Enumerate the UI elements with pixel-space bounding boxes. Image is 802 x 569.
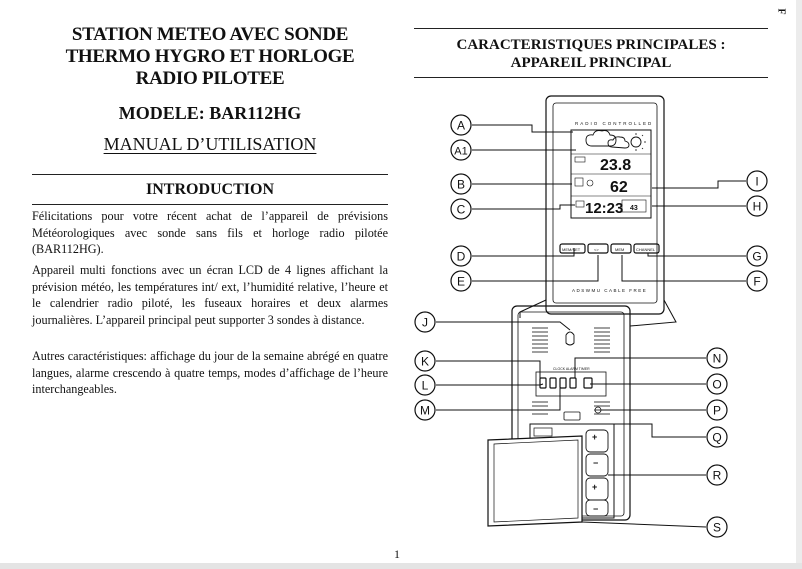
humidity-readout: 62 bbox=[610, 179, 628, 196]
time-readout: 12:23 bbox=[585, 200, 623, 217]
cloud-icon bbox=[585, 130, 617, 147]
callout-c: C bbox=[457, 203, 466, 217]
callout-l: L bbox=[422, 379, 429, 393]
callout-e: E bbox=[457, 275, 465, 289]
radio-controlled-label: RADIO CONTROLLED bbox=[575, 121, 653, 126]
callout-r: R bbox=[713, 469, 722, 483]
features-heading-line-2: APPAREIL PRINCIPAL bbox=[510, 55, 672, 71]
callout-h: H bbox=[753, 200, 762, 214]
battery-2 bbox=[585, 453, 609, 477]
plug-socket bbox=[563, 411, 581, 421]
features-heading: CARACTERISTIQUES PRINCIPALES : APPAREIL … bbox=[414, 36, 768, 72]
svg-text:+: + bbox=[592, 482, 597, 492]
intro-heading: INTRODUCTION bbox=[145, 181, 274, 198]
callout-b: B bbox=[457, 178, 465, 192]
features-heading-line-1: CARACTERISTIQUES PRINCIPALES : bbox=[456, 37, 726, 53]
svg-text:−: − bbox=[593, 504, 598, 514]
callout-q: Q bbox=[712, 431, 721, 445]
mem-label: MEM bbox=[615, 247, 624, 252]
manual-title: MANUAL D’UTILISATION bbox=[103, 134, 317, 154]
intro-paragraph-3: Autres caractéristiques: affichage du jo… bbox=[32, 349, 388, 396]
front-unit-body bbox=[545, 95, 665, 315]
channel-label: CHANNEL bbox=[636, 247, 656, 252]
front-unit-bezel bbox=[552, 102, 658, 304]
vent-slots-right bbox=[594, 327, 610, 353]
title-line-2: THERMO HYGRO ET HORLOGE bbox=[65, 46, 355, 67]
battery-4 bbox=[585, 499, 609, 517]
callout-n: N bbox=[713, 352, 722, 366]
switch-3[interactable] bbox=[559, 377, 567, 389]
temp-readout: 23.8 bbox=[600, 157, 631, 174]
wall-mount-hole bbox=[565, 331, 575, 346]
callout-p: P bbox=[713, 404, 721, 418]
callout-i: I bbox=[755, 175, 758, 189]
rule-top-intro bbox=[32, 174, 388, 175]
title-line-3: RADIO PILOTEE bbox=[135, 68, 285, 89]
arrows-label: <> bbox=[594, 247, 599, 252]
bottom-label: ADSWMU CABLE FREE bbox=[572, 288, 647, 293]
rule-top-features bbox=[414, 28, 768, 29]
callout-f: F bbox=[753, 275, 760, 289]
switch-4[interactable] bbox=[569, 377, 577, 389]
callout-j: J bbox=[422, 316, 428, 330]
svg-text:−: − bbox=[593, 458, 598, 468]
callout-d: D bbox=[457, 250, 466, 264]
callout-g: G bbox=[752, 250, 761, 264]
svg-text:+: + bbox=[592, 432, 597, 442]
model-number: MODELE: BAR112HG bbox=[118, 103, 302, 123]
intro-paragraph-1: Félicitations pour votre récent achat de… bbox=[32, 209, 388, 256]
document-title: STATION METEO AVEC SONDE THERMO HYGRO ET… bbox=[60, 24, 360, 90]
callout-s: S bbox=[713, 521, 721, 535]
callout-k: K bbox=[421, 355, 429, 369]
page-edge-bottom bbox=[0, 563, 802, 569]
title-line-1: STATION METEO AVEC SONDE bbox=[71, 24, 349, 45]
intro-paragraph-2: Appareil multi fonctions avec un écran L… bbox=[32, 263, 388, 327]
reset-button[interactable] bbox=[583, 377, 593, 389]
mem-set-button[interactable] bbox=[559, 243, 586, 254]
callout-a1: A1 bbox=[454, 146, 467, 158]
page-edge-right bbox=[796, 0, 802, 569]
sun-icon bbox=[630, 136, 642, 148]
battery-door bbox=[487, 435, 583, 527]
seconds-readout: 43 bbox=[630, 205, 638, 212]
mem-set-label: MEM/SET bbox=[562, 247, 581, 252]
channel-button[interactable] bbox=[633, 243, 660, 254]
switch-2[interactable] bbox=[549, 377, 557, 389]
battery-1 bbox=[585, 429, 609, 453]
rule-bottom-features bbox=[414, 77, 768, 78]
rule-bottom-intro bbox=[32, 204, 388, 205]
callout-o: O bbox=[712, 378, 721, 392]
switch-1[interactable] bbox=[539, 377, 547, 389]
vent-slots-left bbox=[532, 327, 548, 353]
switch-panel-label: CLOCK ALARM TIMER bbox=[553, 367, 590, 371]
callout-m: M bbox=[420, 404, 430, 418]
mem-button[interactable] bbox=[610, 243, 632, 254]
cloud-small-icon bbox=[607, 136, 630, 149]
callout-a: A bbox=[457, 119, 465, 133]
arrows-button[interactable] bbox=[587, 243, 609, 254]
page-number: 1 bbox=[394, 547, 400, 561]
